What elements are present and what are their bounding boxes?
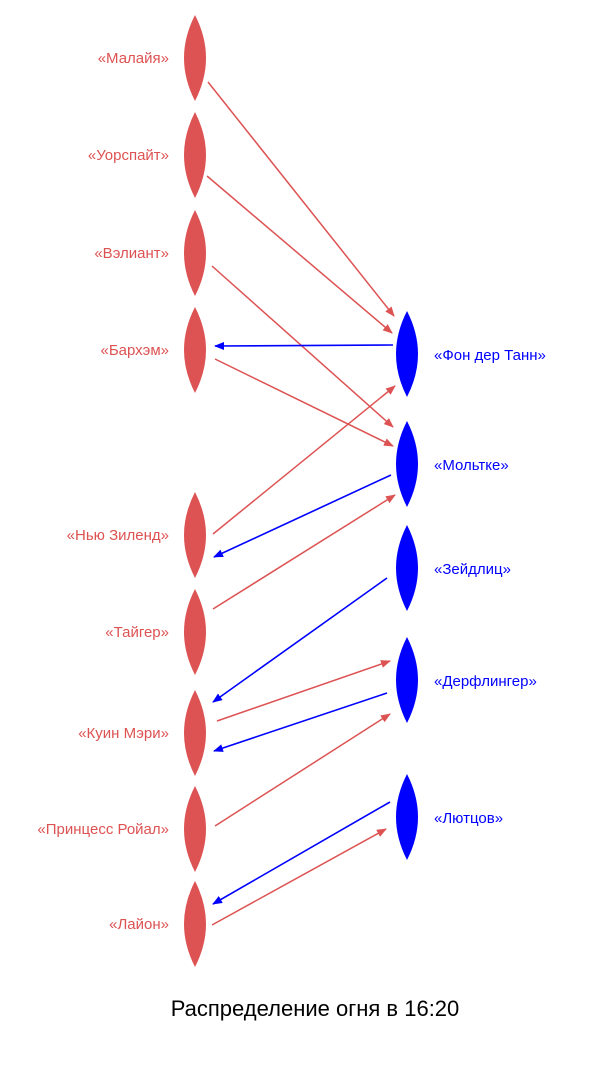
german-ship-moltke: «Мольтке» (396, 421, 509, 507)
ship-marker-icon (396, 525, 418, 611)
ship-marker-icon (184, 210, 206, 296)
ship-marker-icon (396, 421, 418, 507)
ship-label: «Зейдлиц» (434, 561, 511, 578)
ship-label: «Лютцов» (434, 810, 503, 827)
ship-marker-icon (184, 589, 206, 675)
british-ship-new-zealand: «Нью Зиленд» (67, 492, 206, 578)
ship-marker-icon (184, 881, 206, 967)
ship-label: «Дерфлингер» (434, 673, 537, 690)
british-ship-lion: «Лайон» (109, 881, 206, 967)
british-ship-malaya: «Малайя» (98, 15, 206, 101)
fire-arrow-warspite-to-von-der-tann (206, 175, 393, 334)
fire-arrow-tiger-to-moltke (212, 494, 396, 610)
fire-arrow-new-zealand-to-von-der-tann (212, 385, 396, 535)
ship-marker-icon (396, 774, 418, 860)
diagram-caption: Распределение огня в 16:20 (171, 996, 460, 1021)
ship-label: «Бархэм» (100, 342, 169, 359)
fire-arrow-queen-mary-to-derfflinger (216, 660, 391, 722)
ship-label: «Фон дер Танн» (434, 347, 546, 364)
british-ship-tiger: «Тайгер» (105, 589, 206, 675)
fire-arrow-derfflinger-to-queen-mary (213, 692, 388, 752)
fire-arrow-malaya-to-von-der-tann (207, 81, 395, 317)
fire-arrows (206, 81, 396, 926)
fire-arrow-princess-royal-to-derfflinger (214, 713, 391, 827)
british-ship-princess-royal: «Принцесс Ройал» (37, 786, 206, 872)
ship-marker-icon (396, 311, 418, 397)
ship-label: «Уорспайт» (88, 147, 169, 164)
ship-marker-icon (184, 15, 206, 101)
german-ship-derfflinger: «Дерфлингер» (396, 637, 537, 723)
ship-label: «Нью Зиленд» (67, 527, 169, 544)
british-ship-valiant: «Вэлиант» (94, 210, 206, 296)
fire-arrow-barham-to-moltke (214, 358, 394, 447)
fire-arrow-lutzow-to-lion (212, 801, 391, 905)
fire-arrow-lion-to-lutzow (211, 828, 387, 926)
british-ship-barham: «Бархэм» (100, 307, 206, 393)
ship-marker-icon (184, 492, 206, 578)
ship-label: «Куин Мэри» (78, 725, 169, 742)
ship-marker-icon (184, 112, 206, 198)
ship-marker-icon (396, 637, 418, 723)
british-ship-queen-mary: «Куин Мэри» (78, 690, 206, 776)
german-ship-lutzow: «Лютцов» (396, 774, 503, 860)
fire-arrow-von-der-tann-to-barham (214, 341, 394, 350)
fire-arrow-seydlitz-to-queen-mary (212, 577, 388, 703)
german-ship-von-der-tann: «Фон дер Танн» (396, 311, 546, 397)
ship-label: «Лайон» (109, 916, 169, 933)
german-ships: «Фон дер Танн» «Мольтке» «Зейдлиц» «Дерфлин… (396, 311, 546, 860)
ship-marker-icon (184, 786, 206, 872)
fire-arrow-moltke-to-new-zealand (213, 474, 392, 558)
ship-label: «Принцесс Ройал» (37, 821, 169, 838)
british-ships: «Малайя» «Уорспайт» «Вэлиант» «Бархэм» «Нью … (37, 15, 206, 967)
ship-label: «Вэлиант» (94, 245, 169, 262)
ship-label: «Мольтке» (434, 457, 509, 474)
ship-marker-icon (184, 307, 206, 393)
british-ship-warspite: «Уорспайт» (88, 112, 206, 198)
german-ship-seydlitz: «Зейдлиц» (396, 525, 511, 611)
ship-label: «Тайгер» (105, 624, 169, 641)
ship-marker-icon (184, 690, 206, 776)
fire-arrow-valiant-to-moltke (211, 265, 394, 428)
ship-label: «Малайя» (98, 50, 169, 67)
